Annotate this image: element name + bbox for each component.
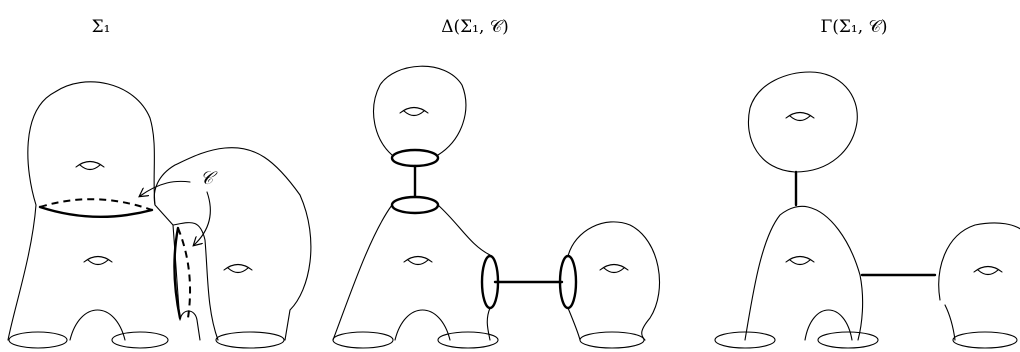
gamma-top-torus [747, 71, 858, 173]
gamma-boundary-2 [817, 331, 879, 349]
panel-gamma: Γ(Σ₁, 𝒞) [714, 17, 1020, 349]
sigma-boundary-3 [215, 331, 285, 349]
delta-hole-middle [403, 255, 433, 266]
curve-label: 𝒞 [200, 168, 218, 189]
panel-delta: Δ(Σ₁, 𝒞) [332, 17, 661, 349]
sigma-upper-component [27, 81, 156, 206]
delta-middle-piece [332, 204, 491, 341]
gamma-boundary-1 [714, 331, 776, 349]
gamma-hole-middle [785, 255, 815, 266]
delta-hole-right [599, 263, 629, 274]
sigma-hole-right [223, 263, 253, 274]
sigma-middle-leg [179, 310, 201, 341]
sigma-surface [7, 81, 312, 349]
gamma-right-piece [938, 222, 1020, 341]
curve-annotation: 𝒞 [140, 168, 218, 245]
sigma-left-piece [7, 204, 181, 341]
delta-top-cut [390, 148, 440, 168]
panel-gamma-title: Γ(Σ₁, 𝒞) [820, 17, 887, 37]
sigma-boundary-2 [111, 331, 169, 349]
delta-middle-cut-top [390, 195, 440, 215]
sigma-boundary-1 [8, 331, 68, 349]
delta-boundary-2 [437, 331, 499, 349]
delta-right-piece [567, 221, 661, 341]
delta-top-piece [373, 65, 467, 156]
panel-sigma: Σ₁ 𝒞 [7, 17, 312, 349]
gamma-hole-right [973, 265, 1003, 276]
gamma-boundary-3 [952, 331, 1018, 349]
sigma-right-lobe [153, 147, 312, 341]
delta-boundary-1 [332, 331, 394, 349]
panel-delta-title: Δ(Σ₁, 𝒞) [441, 17, 509, 37]
sigma-hole-left [83, 255, 113, 266]
sigma-curve-horizontal-back [39, 198, 153, 211]
sigma-curve-horizontal-front [38, 205, 154, 219]
sigma-right-leg [172, 222, 219, 341]
curve-arrow-upper [140, 180, 191, 196]
sigma-curve-vertical-front [173, 226, 182, 320]
gamma-hole-top [785, 111, 815, 122]
sigma-curve-vertical-back [177, 227, 192, 319]
sigma-hole-top [75, 160, 105, 171]
delta-hole-top [399, 106, 429, 117]
curve-arrow-lower [194, 191, 211, 245]
gamma-middle-piece [744, 205, 864, 341]
delta-boundary-3 [579, 331, 645, 349]
panel-sigma-title: Σ₁ [92, 17, 111, 37]
